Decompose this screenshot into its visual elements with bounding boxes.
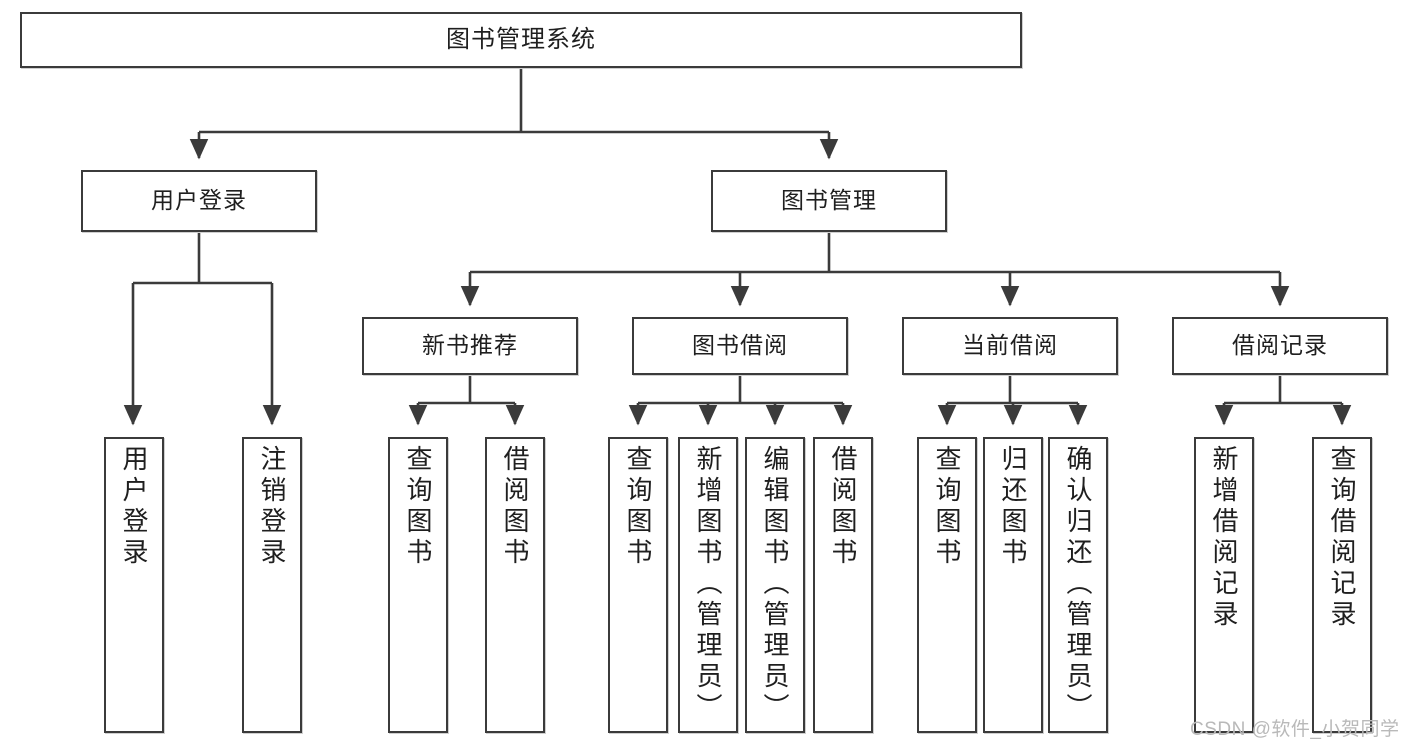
leaf-edit-book-admin-label: 编辑图书（管理员） xyxy=(760,445,790,724)
node-root[interactable]: 图书管理系统 xyxy=(20,12,1022,68)
leaf-search-borrow-record-label: 查询借阅记录 xyxy=(1327,445,1357,631)
node-root-label: 图书管理系统 xyxy=(446,25,596,53)
leaf-logout[interactable]: 注销登录 xyxy=(242,437,302,733)
node-book-management[interactable]: 图书管理 xyxy=(711,170,947,232)
leaf-borrow-book-recommend-label: 借阅图书 xyxy=(500,445,530,569)
node-new-book-recommend[interactable]: 新书推荐 xyxy=(362,317,578,375)
leaf-search-book-borrow-label: 查询图书 xyxy=(623,445,653,569)
node-current-borrow[interactable]: 当前借阅 xyxy=(902,317,1118,375)
leaf-add-borrow-record-label: 新增借阅记录 xyxy=(1209,445,1239,631)
leaf-search-borrow-record[interactable]: 查询借阅记录 xyxy=(1312,437,1372,733)
leaf-return-book[interactable]: 归还图书 xyxy=(983,437,1043,733)
leaf-borrow-book[interactable]: 借阅图书 xyxy=(813,437,873,733)
leaf-confirm-return-admin-label: 确认归还（管理员） xyxy=(1063,445,1093,724)
node-book-borrow-label: 图书借阅 xyxy=(692,332,788,359)
leaf-add-book-admin-label: 新增图书（管理员） xyxy=(693,445,723,724)
leaf-add-book-admin[interactable]: 新增图书（管理员） xyxy=(678,437,738,733)
leaf-search-book-borrow[interactable]: 查询图书 xyxy=(608,437,668,733)
node-borrow-records[interactable]: 借阅记录 xyxy=(1172,317,1388,375)
node-user-login[interactable]: 用户登录 xyxy=(81,170,317,232)
leaf-confirm-return-admin[interactable]: 确认归还（管理员） xyxy=(1048,437,1108,733)
node-new-book-recommend-label: 新书推荐 xyxy=(422,332,518,359)
leaf-search-book-current-label: 查询图书 xyxy=(932,445,962,569)
leaf-borrow-book-recommend[interactable]: 借阅图书 xyxy=(485,437,545,733)
leaf-logout-label: 注销登录 xyxy=(257,445,287,569)
leaf-edit-book-admin[interactable]: 编辑图书（管理员） xyxy=(745,437,805,733)
leaf-user-login[interactable]: 用户登录 xyxy=(104,437,164,733)
node-book-borrow[interactable]: 图书借阅 xyxy=(632,317,848,375)
node-book-management-label: 图书管理 xyxy=(781,187,877,214)
leaf-user-login-label: 用户登录 xyxy=(119,445,149,569)
leaf-search-book-recommend[interactable]: 查询图书 xyxy=(388,437,448,733)
node-user-login-label: 用户登录 xyxy=(151,187,247,214)
leaf-add-borrow-record[interactable]: 新增借阅记录 xyxy=(1194,437,1254,733)
watermark: CSDN @软件_小贺同学 xyxy=(1190,719,1400,740)
node-borrow-records-label: 借阅记录 xyxy=(1232,332,1328,359)
leaf-search-book-recommend-label: 查询图书 xyxy=(403,445,433,569)
leaf-return-book-label: 归还图书 xyxy=(998,445,1028,569)
leaf-search-book-current[interactable]: 查询图书 xyxy=(917,437,977,733)
leaf-borrow-book-label: 借阅图书 xyxy=(828,445,858,569)
node-current-borrow-label: 当前借阅 xyxy=(962,332,1058,359)
